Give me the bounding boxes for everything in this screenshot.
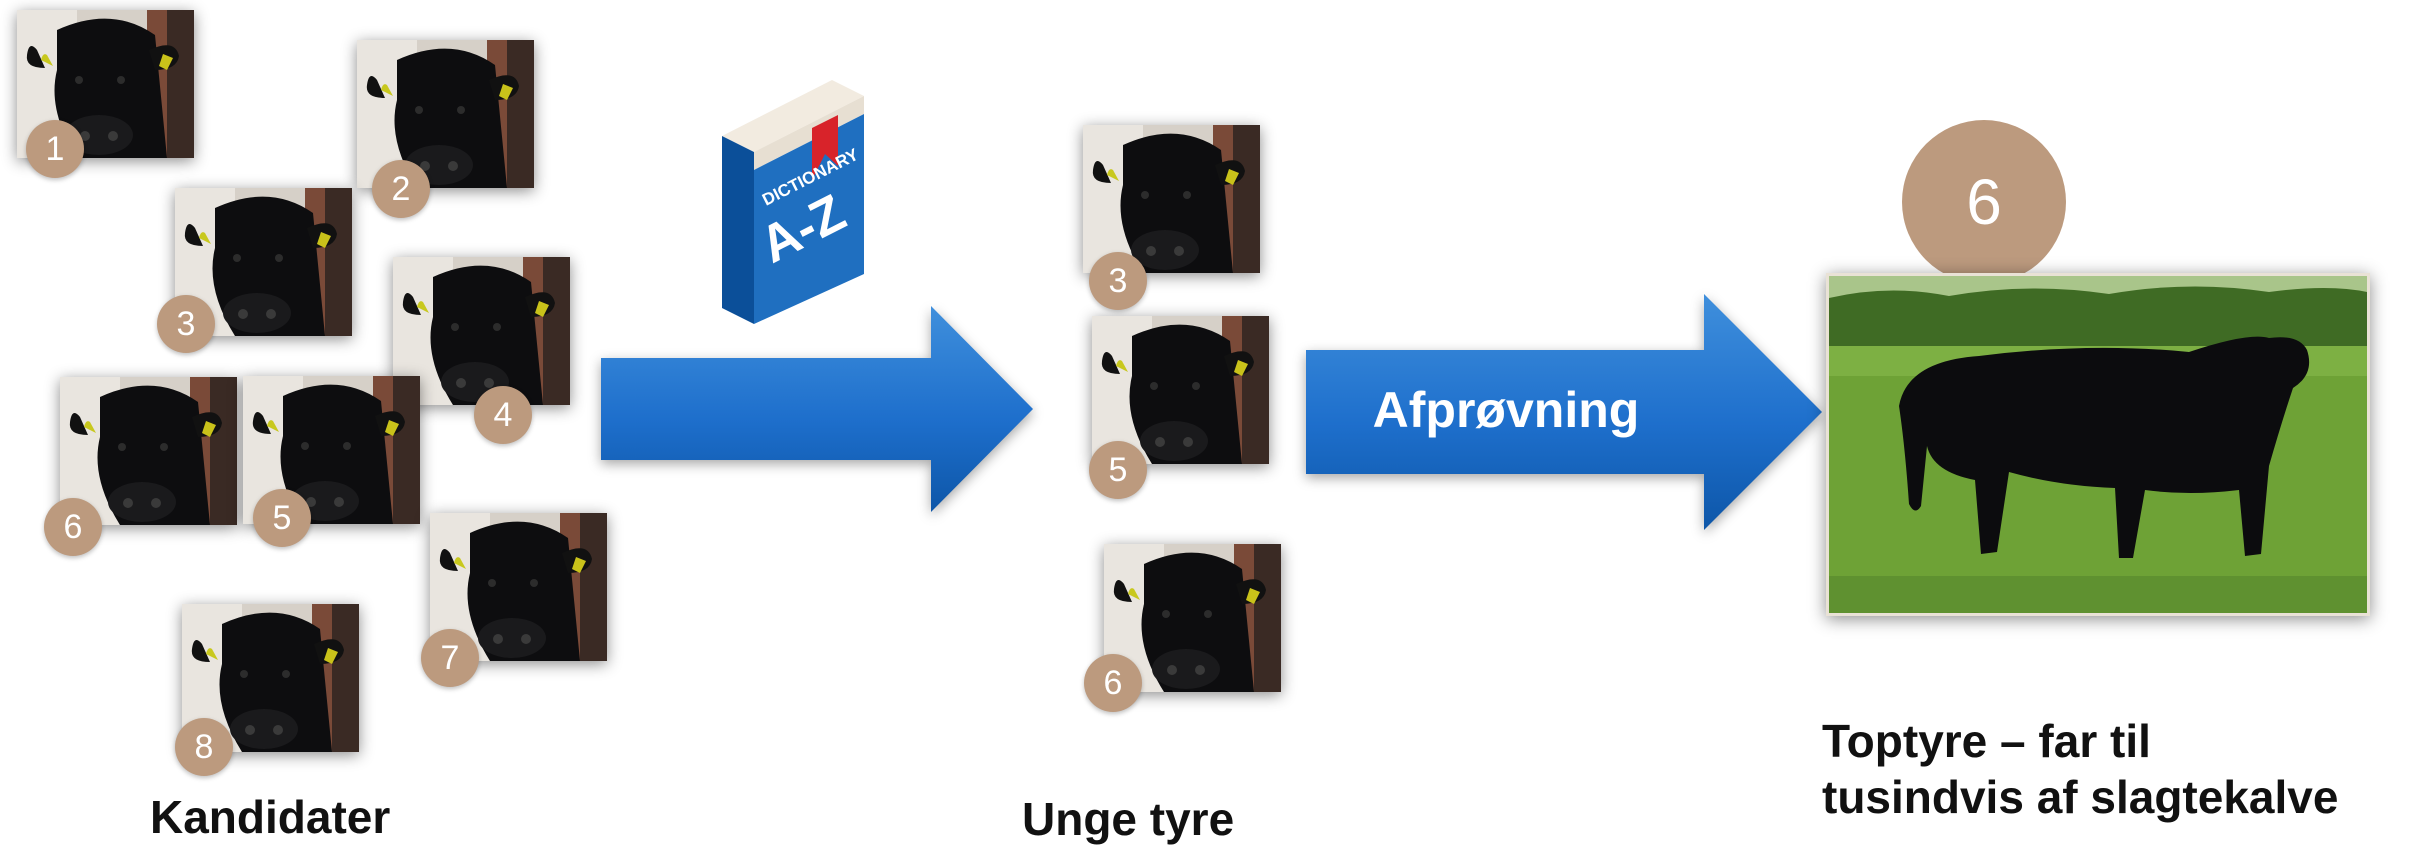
candidate-badge-6: 6	[44, 498, 102, 556]
young-bull-badge-3: 3	[1089, 252, 1147, 310]
selection-arrow	[601, 306, 1033, 512]
dictionary-book-icon: DICTIONARY A-Z	[712, 66, 872, 328]
candidate-badge-8: 8	[175, 718, 233, 776]
candidate-badge-1: 1	[26, 120, 84, 178]
testing-arrow-label: Afprøvning	[1372, 382, 1640, 438]
top-bull-caption-line-1: Toptyre – far til	[1822, 715, 2151, 767]
top-bull-badge: 6	[1902, 120, 2066, 284]
candidate-badge-5: 5	[253, 489, 311, 547]
young-bull-photo-3	[1083, 125, 1260, 273]
young-bulls-caption: Unge tyre	[1022, 793, 1235, 845]
candidates-caption: Kandidater	[150, 791, 391, 843]
testing-arrow: Afprøvning	[1306, 294, 1822, 530]
young-bull-badge-5: 5	[1089, 441, 1147, 499]
young-bull-badge-6: 6	[1084, 654, 1142, 712]
top-bull-caption-line-2: tusindvis af slagtekalve	[1822, 771, 2339, 823]
candidate-badge-3: 3	[157, 295, 215, 353]
top-bull-photo	[1826, 273, 2370, 616]
candidate-badge-7: 7	[421, 629, 479, 687]
candidate-badge-2: 2	[372, 160, 430, 218]
candidate-badge-4: 4	[474, 386, 532, 444]
